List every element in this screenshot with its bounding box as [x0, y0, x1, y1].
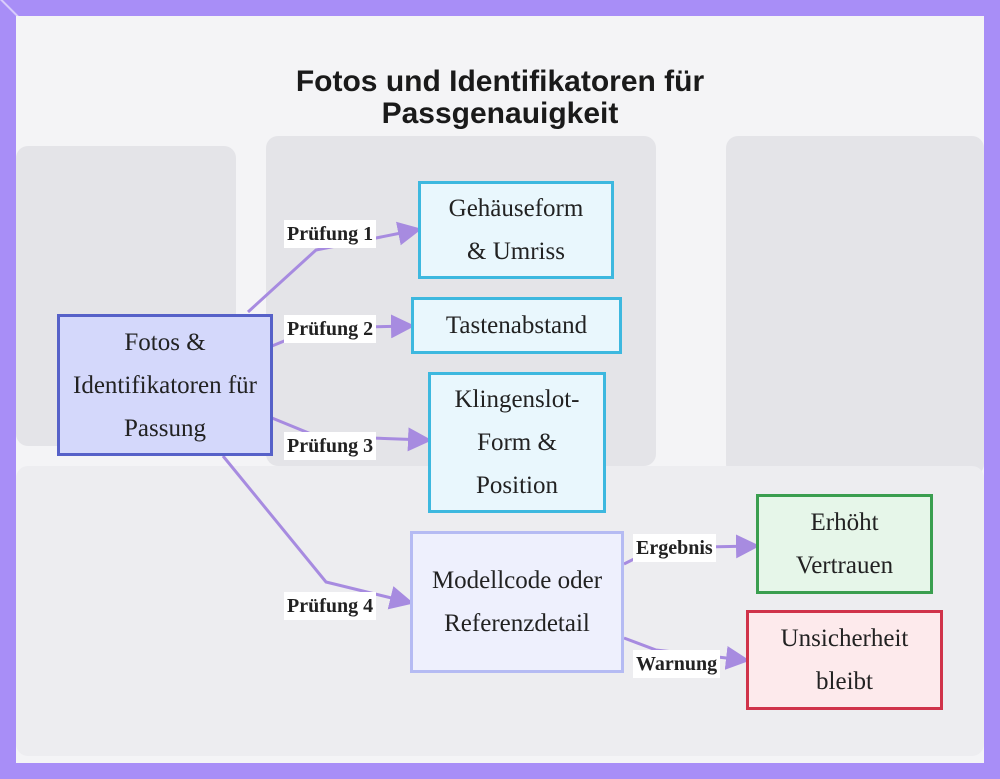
- diagram-canvas: Fotos und Identifikatoren für Passgenaui…: [16, 16, 984, 763]
- node-confidence: Erhöht Vertrauen: [756, 494, 933, 594]
- title-line-1: Fotos und Identifikatoren für: [295, 65, 705, 98]
- edge-label-result: Ergebnis: [633, 534, 716, 562]
- diagram-title: Fotos und Identifikatoren für Passgenaui…: [16, 66, 984, 130]
- edge-label-check4: Prüfung 4: [284, 592, 377, 620]
- edge-label-check1: Prüfung 1: [284, 220, 377, 248]
- node-model-label: Modellcode oder Referenzdetail: [431, 567, 603, 637]
- node-root-label: Fotos & Identifikatoren für Passung: [73, 328, 257, 442]
- edge-label-check2: Prüfung 2: [284, 315, 377, 343]
- node-housing-label: Gehäuseform & Umriss: [448, 195, 584, 265]
- edge-label-warning: Warnung: [633, 650, 721, 678]
- edge-check1: [246, 221, 422, 314]
- node-uncertain: Unsicherheit bleibt: [746, 610, 943, 710]
- node-confidence-label: Erhöht Vertrauen: [795, 509, 894, 579]
- node-spacing: Tastenabstand: [411, 297, 622, 354]
- node-model: Modellcode oder Referenzdetail: [410, 531, 624, 673]
- node-root: Fotos & Identifikatoren für Passung: [57, 314, 273, 456]
- node-spacing-label: Tastenabstand: [445, 312, 588, 339]
- node-blade-label: Klingenslot-Form & Position: [454, 386, 580, 499]
- background-photo-right: [726, 136, 984, 476]
- edge-label-check3: Prüfung 3: [284, 432, 377, 460]
- title-line-2: Passgenauigkeit: [381, 97, 619, 130]
- node-housing: Gehäuseform & Umriss: [418, 181, 614, 279]
- node-blade: Klingenslot-Form & Position: [428, 372, 606, 513]
- edge-check4: [221, 455, 414, 610]
- node-uncertain-label: Unsicherheit bleibt: [780, 625, 909, 695]
